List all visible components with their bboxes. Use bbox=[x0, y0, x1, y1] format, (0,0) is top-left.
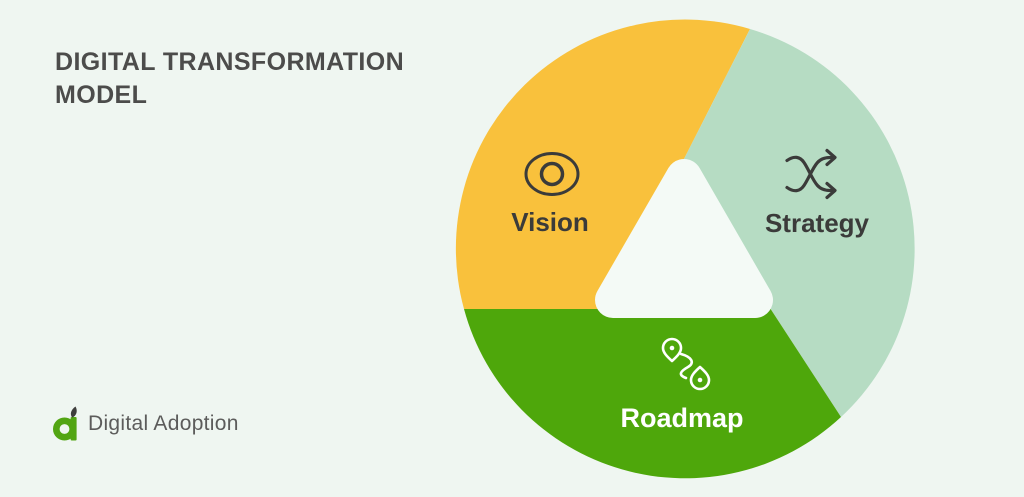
vision-segment bbox=[455, 19, 750, 310]
page-title: DIGITAL TRANSFORMATION MODEL bbox=[55, 46, 404, 112]
roadmap-label: Roadmap bbox=[620, 403, 743, 433]
center-triangle bbox=[595, 159, 773, 318]
eye-icon bbox=[524, 152, 580, 196]
route-start-dot bbox=[669, 345, 675, 351]
roadmap-segment bbox=[464, 309, 841, 479]
logo-leaf-icon bbox=[70, 406, 77, 418]
digital-adoption-logo-mark bbox=[53, 406, 77, 441]
route-end-dot bbox=[697, 377, 703, 383]
strategy-label: Strategy bbox=[765, 208, 870, 238]
title-line-2: MODEL bbox=[55, 81, 148, 109]
shuffle-icon bbox=[785, 148, 837, 200]
route-icon bbox=[661, 337, 711, 391]
vision-label: Vision bbox=[511, 207, 589, 237]
logo-bowl bbox=[53, 417, 76, 441]
strategy-segment bbox=[684, 29, 915, 417]
logo-text: Digital Adoption bbox=[88, 412, 239, 435]
title-line-1: DIGITAL TRANSFORMATION bbox=[55, 48, 405, 76]
logo: Digital Adoption bbox=[52, 406, 239, 442]
logo-stem bbox=[70, 417, 77, 441]
